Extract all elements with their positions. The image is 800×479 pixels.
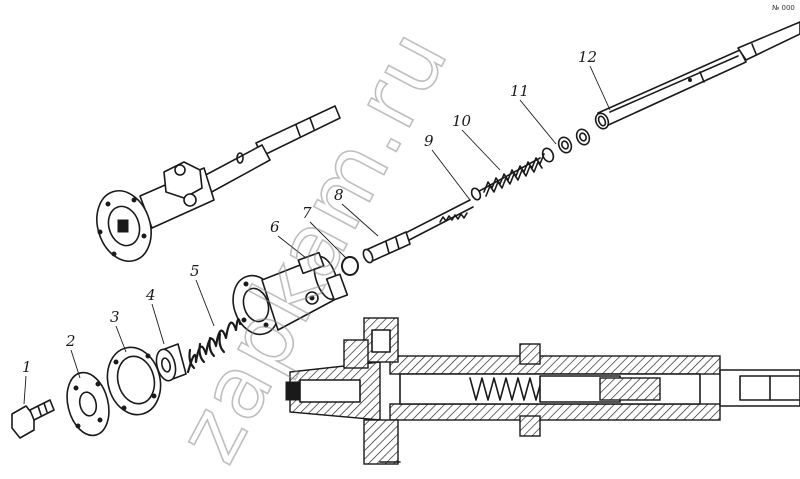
callout-6: 6 [270, 218, 280, 236]
callout-2: 2 [65, 332, 76, 350]
part-2-disc [66, 371, 110, 437]
callout-10: 10 [452, 112, 472, 130]
callout-1: 1 [22, 358, 32, 376]
part-3-flange [106, 346, 162, 416]
assembled-hub-unit [96, 105, 341, 262]
callout-9: 9 [424, 132, 434, 150]
part-7-ring [341, 256, 359, 276]
callout-8: 8 [334, 186, 344, 204]
callout-4: 4 [145, 286, 156, 304]
part-8-pin [362, 231, 411, 264]
part-1-bolt [11, 399, 55, 439]
callout-11: 11 [510, 82, 529, 100]
part-5-spring [186, 318, 242, 374]
callout-5: 5 [190, 262, 200, 280]
cross-section-view [285, 317, 800, 465]
part-6-housing [232, 251, 349, 336]
callout-3: 3 [110, 308, 120, 326]
part-number-callouts: 1 2 3 4 5 6 7 8 9 10 11 12 [22, 48, 597, 376]
corner-mark: № 000 [772, 4, 795, 12]
part-12-shaft-tube [594, 21, 800, 130]
leader-lines [23, 65, 611, 405]
callout-12: 12 [578, 48, 597, 66]
part-10-spring [470, 153, 545, 201]
callout-7: 7 [302, 204, 312, 222]
part-11-nuts [541, 128, 591, 163]
